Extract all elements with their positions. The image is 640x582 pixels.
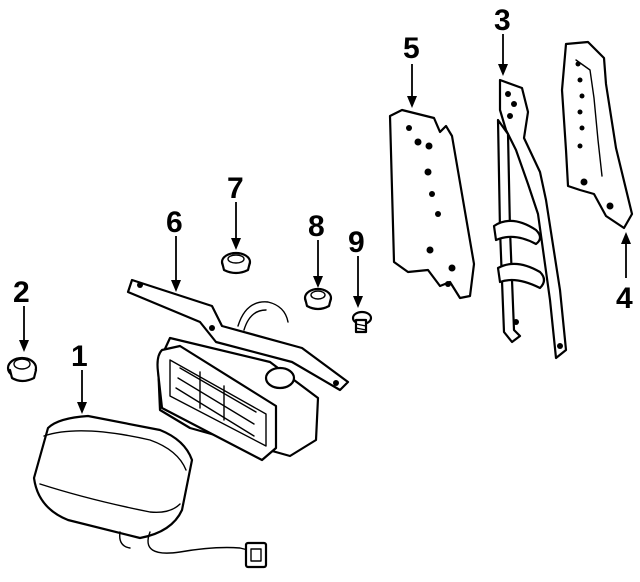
leader-1 — [77, 370, 87, 414]
leader-7 — [231, 202, 241, 250]
leader-8 — [313, 240, 323, 288]
callout-2: 2 — [13, 276, 30, 309]
leader-5 — [407, 64, 417, 108]
part-4-side-bracket — [560, 40, 634, 230]
part-3-long-bracket — [492, 78, 568, 360]
part-9-screw — [351, 310, 373, 334]
part-5-mounting-plate — [388, 108, 476, 300]
leader-3 — [498, 34, 508, 76]
callout-8: 8 — [308, 210, 325, 243]
leader-9 — [353, 256, 363, 308]
part-1-lamp-cover — [32, 414, 268, 569]
callout-7: 7 — [227, 172, 244, 205]
leader-2 — [19, 306, 29, 352]
leader-4 — [621, 232, 631, 278]
callout-9: 9 — [348, 226, 365, 259]
callout-1: 1 — [71, 340, 88, 373]
callout-6: 6 — [166, 206, 183, 239]
part-8-grommet — [303, 287, 333, 311]
part-6-fog-lamp-assembly — [126, 278, 350, 462]
callout-4: 4 — [616, 282, 633, 315]
part-2-grommet — [6, 356, 38, 383]
part-7-grommet — [220, 251, 252, 275]
callout-5: 5 — [403, 32, 420, 65]
callout-3: 3 — [494, 4, 511, 37]
leader-6 — [171, 236, 181, 292]
